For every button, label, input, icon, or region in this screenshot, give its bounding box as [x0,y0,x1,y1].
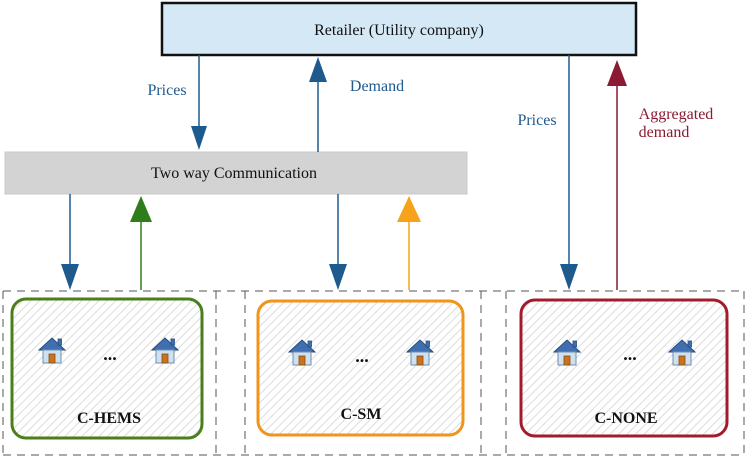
consumer-groups-container [2,290,745,456]
ellipsis: ... [103,344,117,364]
demand-arrow [309,57,327,152]
group-label: C-SM [341,406,382,423]
communication-bar: Two way Communication [4,151,468,195]
ellipsis: ... [355,346,369,366]
aggregated-demand-label-line2: demand [639,124,690,141]
hems-to-comm-arrow [130,196,152,290]
prices-label-right: Prices [517,112,556,129]
comm-to-hems-arrow [61,194,79,290]
group-label: C-NONE [594,410,657,427]
group-c-sm: ... C-SM [256,299,465,437]
ellipsis: ... [623,344,637,364]
prices-label-left: Prices [147,82,186,99]
retailer-label: Retailer (Utility company) [314,22,484,39]
group-label: C-HEMS [77,410,141,427]
aggregated-demand-arrow [607,60,627,290]
prices-arrow-left [191,55,207,150]
demand-label: Demand [350,78,404,95]
prices-arrow-right [560,55,578,290]
sm-to-comm-arrow [397,196,421,290]
group-c-hems: ... C-HEMS [10,297,204,440]
group-c-none: ... C-NONE [519,298,729,438]
aggregated-demand-label-line1: Aggregated [639,106,714,123]
comm-to-sm-arrow [329,194,347,290]
retailer-box: Retailer (Utility company) [160,1,638,57]
communication-label: Two way Communication [151,165,317,182]
